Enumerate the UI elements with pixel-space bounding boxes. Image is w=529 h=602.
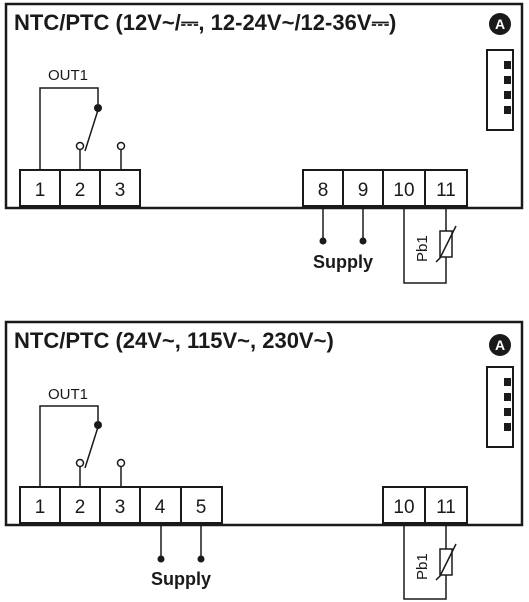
- terminal-11: 11: [436, 180, 456, 201]
- badge-a-icon: A: [489, 334, 511, 356]
- terminal-block-left: 1 2 3 4 5: [19, 486, 223, 524]
- probe-pb1: Pb1: [403, 206, 457, 284]
- terminal-1: 1: [35, 180, 46, 201]
- relay-label: OUT1: [48, 386, 88, 403]
- probe-label: Pb1: [414, 553, 431, 580]
- connector-port-icon: [486, 49, 514, 131]
- terminal-8: 8: [318, 180, 329, 201]
- supply-leads: Supply: [313, 206, 373, 272]
- thermistor-icon: [435, 543, 457, 581]
- terminal-10: 10: [393, 180, 414, 201]
- terminal-block-right: 8 9 10 11: [302, 169, 468, 207]
- terminal-10: 10: [393, 497, 414, 518]
- supply-label: Supply: [151, 569, 211, 589]
- diagram-title: NTC/PTC (12V~/⎓, 12-24V~/12-36V⎓): [14, 10, 396, 35]
- relay-out1: OUT1: [39, 67, 126, 170]
- terminal-block-right: 10 11: [382, 486, 468, 524]
- terminal-2: 2: [75, 497, 86, 518]
- badge-label: A: [495, 337, 505, 353]
- terminal-2: 2: [75, 180, 86, 201]
- diagram-1: NTC/PTC (12V~/⎓, 12-24V~/12-36V⎓) A OUT1: [4, 2, 524, 284]
- terminal-5: 5: [196, 497, 207, 518]
- relay-label: OUT1: [48, 67, 88, 84]
- terminal-block-left: 1 2 3: [19, 169, 141, 207]
- supply-label: Supply: [313, 252, 373, 272]
- controller-box: [4, 2, 524, 210]
- diagram-title: NTC/PTC (24V~, 115V~, 230V~): [14, 328, 334, 353]
- terminal-11: 11: [436, 497, 456, 518]
- terminal-3: 3: [115, 180, 126, 201]
- controller-box: [4, 320, 524, 527]
- terminal-3: 3: [115, 497, 126, 518]
- probe-pb1: Pb1: [403, 523, 457, 600]
- probe-label: Pb1: [414, 235, 431, 262]
- diagram-2: NTC/PTC (24V~, 115V~, 230V~) A OUT1: [4, 320, 524, 600]
- badge-label: A: [495, 16, 505, 32]
- connector-port-icon: [486, 366, 514, 448]
- supply-leads: Supply: [151, 523, 211, 589]
- thermistor-icon: [435, 225, 457, 263]
- terminal-1: 1: [35, 497, 46, 518]
- relay-out1: OUT1: [39, 386, 126, 487]
- terminal-4: 4: [155, 497, 166, 518]
- badge-a-icon: A: [489, 13, 511, 35]
- terminal-9: 9: [358, 180, 369, 201]
